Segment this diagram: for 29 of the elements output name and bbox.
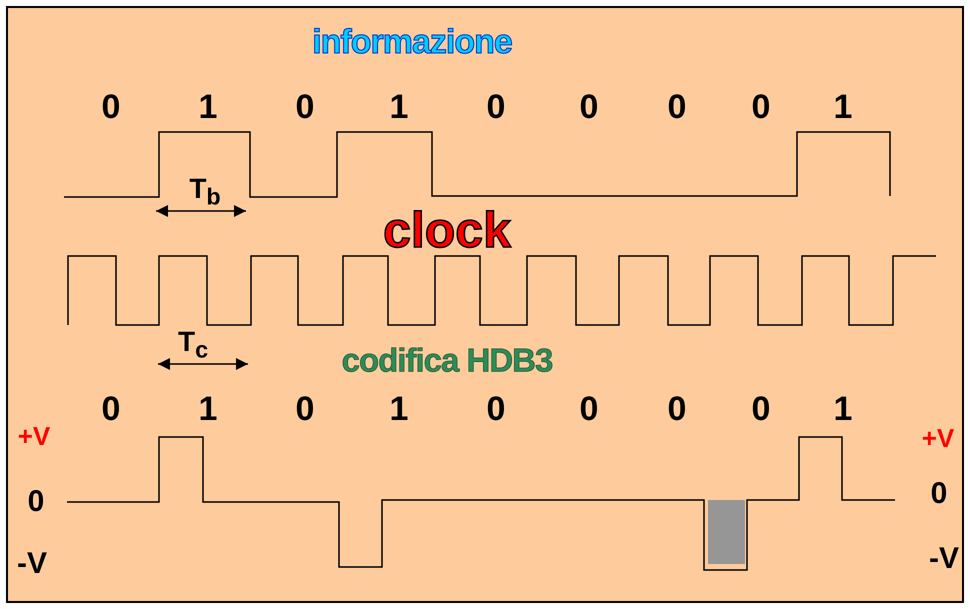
bit-value: 0: [752, 392, 770, 426]
level-label: +V: [18, 423, 50, 449]
bit-value: 0: [486, 392, 506, 426]
bit-value: 1: [198, 90, 218, 124]
bit-value: 0: [668, 90, 686, 124]
bit-value: 1: [834, 392, 852, 426]
bit-value: 0: [296, 90, 314, 124]
bit-value: 1: [390, 90, 408, 124]
period-label: T$_{b}$: [189, 175, 221, 209]
bit-value: 0: [102, 90, 120, 124]
section-title: informazione: [312, 25, 512, 59]
bit-value: 0: [296, 392, 314, 426]
bit-value: 0: [580, 392, 598, 426]
bit-value: 0: [102, 392, 120, 426]
level-label: -V: [17, 549, 47, 579]
section-title: codifica HDB3: [342, 344, 552, 376]
bit-value: 0: [486, 90, 506, 124]
bit-value: 1: [390, 392, 408, 426]
level-label: -V: [929, 544, 959, 574]
level-label: +V: [922, 425, 954, 451]
bit-value: 0: [580, 90, 598, 124]
bit-value: 1: [834, 90, 852, 124]
period-label: T$_{c}$: [178, 328, 208, 362]
bit-value: 0: [752, 90, 770, 124]
bit-value: 1: [198, 392, 218, 426]
section-title: clock: [383, 205, 511, 255]
level-label: 0: [28, 487, 44, 517]
bit-value: 0: [668, 392, 686, 426]
level-label: 0: [930, 479, 948, 509]
